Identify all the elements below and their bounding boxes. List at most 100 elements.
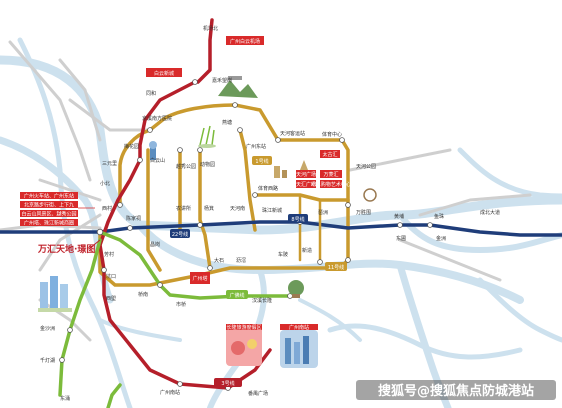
pagoda-icon — [300, 160, 308, 170]
station-dot — [117, 202, 123, 208]
hotel-tower-icon — [274, 166, 287, 178]
badge-line-3: 3号线 — [221, 380, 234, 387]
callout-baiyun — [146, 68, 182, 77]
badge-line-1: 1号线 — [255, 158, 268, 165]
svg-text:广州火车站、广州东站: 广州火车站、广州东站 — [24, 193, 74, 200]
callout-chimelong-text: 广州塔 — [192, 275, 207, 282]
badge-line-22: 22号线 — [172, 231, 188, 238]
badge-line-gf: 广佛线 — [229, 292, 244, 299]
svg-text:越秀公园: 越秀公园 — [176, 163, 196, 170]
station-dot — [275, 137, 281, 143]
svg-text:汉溪长隆: 汉溪长隆 — [252, 297, 272, 304]
station-dot — [96, 228, 104, 236]
svg-text:燕塘: 燕塘 — [222, 119, 232, 126]
svg-text:北京路步行街、上下九: 北京路步行街、上下九 — [24, 202, 74, 209]
svg-text:沥滘: 沥滘 — [236, 257, 246, 264]
svg-text:陈家祠: 陈家祠 — [126, 215, 141, 222]
station-dot — [137, 157, 143, 163]
line-badges: 1号线 8号线 22号线 11号线 广佛线 3号线 — [170, 156, 347, 387]
project-label-text: 万汇天地·璟图 — [37, 243, 95, 255]
station-labels: 机场北 嘉禾望岗 同和 京溪南方医院 梅花园 三元里 小北 西村 陈家祠 芳村 … — [40, 25, 500, 402]
station-dot — [339, 137, 345, 143]
svg-text:广州南站: 广州南站 — [160, 389, 180, 396]
line-2 — [98, 18, 272, 390]
station-dot — [147, 127, 153, 133]
svg-text:小北: 小北 — [100, 180, 110, 187]
svg-text:嘉禾望岗: 嘉禾望岗 — [212, 77, 232, 84]
svg-text:金沙洲: 金沙洲 — [40, 325, 55, 332]
svg-text:长隆旅游度假区: 长隆旅游度假区 — [226, 324, 261, 331]
svg-text:昌岗: 昌岗 — [150, 242, 160, 248]
station-dot — [345, 202, 351, 208]
landmark-illustrations: 长隆旅游度假区 广州南站 — [38, 76, 377, 368]
svg-text:鱼珠: 鱼珠 — [434, 213, 444, 220]
callout-airport-text: 广州白云机场 — [230, 38, 260, 45]
svg-text:桥南: 桥南 — [138, 291, 148, 298]
svg-text:番禺广场: 番禺广场 — [248, 390, 268, 397]
svg-text:三元里: 三元里 — [102, 161, 117, 167]
svg-text:珠江新城: 珠江新城 — [262, 207, 282, 214]
svg-text:广州东站: 广州东站 — [246, 143, 266, 150]
callout-tianhe1 — [320, 150, 340, 158]
svg-text:市桥: 市桥 — [176, 301, 186, 308]
svg-text:天河客运站: 天河客运站 — [280, 130, 305, 137]
svg-text:新造: 新造 — [302, 247, 312, 254]
project-buildings-icon — [38, 276, 72, 312]
watermark-text: 搜狐号@搜狐焦点防城港站 — [378, 383, 534, 399]
callout-tianhe1-text: 太古汇 — [322, 151, 337, 158]
svg-text:农讲所: 农讲所 — [176, 205, 191, 212]
callout-tianhe4 — [320, 170, 342, 178]
svg-text:东圃: 东圃 — [396, 235, 406, 242]
svg-text:西塱: 西塱 — [106, 295, 116, 302]
line-connectors — [298, 193, 322, 264]
station-dot — [127, 225, 133, 231]
callout-airport — [226, 36, 264, 45]
svg-text:千灯湖: 千灯湖 — [40, 357, 55, 364]
project-label: 万汇天地·璟图 — [37, 239, 101, 255]
callouts: 广州白云机场 白云新城 太古汇 天河广场 天汇广场 万菱汇 K11购物艺术中心 … — [146, 36, 351, 284]
svg-text:白云山风景区、越秀公园: 白云山风景区、越秀公园 — [21, 211, 76, 218]
station-dot — [252, 192, 258, 198]
svg-text:坑口: 坑口 — [106, 273, 116, 280]
station-dot — [317, 259, 323, 265]
station-dot — [67, 327, 73, 333]
station-dot — [427, 222, 433, 228]
svg-text:芳村: 芳村 — [104, 251, 114, 258]
station-dot — [345, 257, 351, 263]
station-dot — [207, 265, 213, 271]
badge-line-11: 11号线 — [328, 264, 344, 271]
svg-text:白云山: 白云山 — [150, 157, 165, 164]
callout-tianhe2 — [296, 170, 316, 178]
ferris-icon — [363, 188, 377, 202]
svg-text:广州塔、珠江新城商圈: 广州塔、珠江新城商圈 — [24, 220, 74, 227]
svg-text:西村: 西村 — [102, 205, 112, 212]
park-illustration — [288, 280, 304, 298]
svg-text:体育中心: 体育中心 — [322, 131, 342, 138]
callout-tianhe5-text: K11购物艺术中心 — [311, 181, 351, 188]
callout-tianhe5 — [320, 180, 342, 188]
svg-text:体育西路: 体育西路 — [258, 185, 278, 192]
svg-text:东涌: 东涌 — [60, 395, 70, 402]
baiyun-mountain-icon — [218, 76, 258, 98]
callout-tianhe3 — [296, 180, 316, 188]
panyu-city-illustration: 广州南站 — [280, 324, 318, 368]
svg-text:京溪南方医院: 京溪南方医院 — [142, 115, 172, 122]
callout-tianhe2-text: 天河广场 — [296, 171, 316, 178]
svg-text:动物园: 动物园 — [200, 161, 215, 168]
svg-text:同和: 同和 — [146, 90, 156, 97]
svg-text:黄埔: 黄埔 — [394, 213, 404, 220]
callout-baiyun-text: 白云新城 — [154, 70, 174, 77]
chimelong-illustration: 长隆旅游度假区 — [226, 324, 262, 366]
station-dot — [59, 357, 65, 363]
svg-text:机场北: 机场北 — [203, 25, 218, 32]
line-8 — [0, 220, 562, 237]
svg-text:杨箕: 杨箕 — [204, 205, 214, 212]
station-dot — [397, 222, 403, 228]
watermark: 搜狐号@搜狐焦点防城港站 — [356, 380, 556, 400]
station-dot — [197, 147, 203, 153]
svg-text:金洲: 金洲 — [436, 235, 446, 242]
svg-text:成北大道: 成北大道 — [480, 209, 500, 216]
callout-chimelong — [190, 272, 210, 284]
